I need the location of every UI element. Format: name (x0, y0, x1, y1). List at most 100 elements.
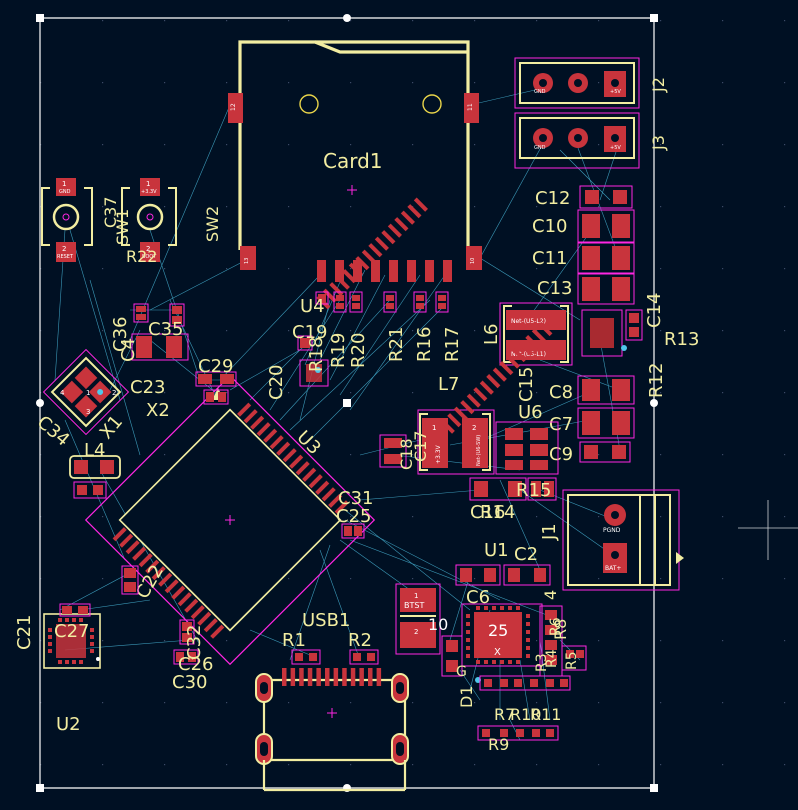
r20-reference: R20 (348, 333, 369, 368)
sw2-pad2-num: 2 (146, 245, 150, 253)
u2-pin (72, 618, 76, 622)
mcu-pin (164, 579, 179, 594)
mcu-pin (329, 282, 344, 297)
mcu-pin (250, 415, 265, 430)
u2-pin (90, 642, 94, 646)
u6-footprint[interactable]: C15 U6 C16 R15 R14 (469, 367, 559, 523)
c13-reference: C13 (537, 278, 572, 299)
mcu-pin (177, 592, 192, 607)
sw1-pad1-net: GND (59, 189, 71, 195)
usb1-reference: USB1 (302, 610, 350, 631)
r9-reference: R9 (488, 735, 509, 754)
r2-reference: R2 (348, 630, 372, 651)
r22-reference: R22 (126, 247, 157, 266)
mcu-pin (525, 335, 540, 350)
c31-reference: C31 (338, 488, 373, 509)
c37-reference: C37 (101, 196, 120, 228)
c16-reference: C16 (470, 502, 505, 523)
qfn-pin (466, 638, 470, 642)
usb-pin (342, 668, 347, 686)
x1-crystal-footprint[interactable] (42, 348, 130, 436)
j2-footprint[interactable]: GND +5V J2 (514, 57, 668, 109)
r21-reference: R21 (386, 327, 407, 362)
usb-pin (307, 668, 313, 686)
l4-footprint[interactable]: L4 (69, 440, 121, 499)
sw2-reference: SW2 (203, 206, 222, 242)
u3-mcu-footprint[interactable] (84, 193, 557, 666)
mcu-pin (190, 605, 205, 620)
cap-column-top[interactable]: C12 C10 C11 C13 (532, 185, 635, 305)
u6-reference: U6 (518, 402, 543, 423)
c31-c25-footprints[interactable]: C31 C25 (336, 488, 373, 539)
btst-pad1-net: BTST (404, 601, 424, 610)
usb1-footprint[interactable]: USB1 R1 R2 (255, 610, 409, 792)
u2-area[interactable]: C21 C27 U2 C22 (14, 561, 168, 735)
usb-pin (359, 668, 364, 686)
mcu-pin (387, 223, 402, 238)
j3-footprint[interactable]: GND +5V J3 (514, 112, 668, 169)
r5-reference: R5 (564, 651, 580, 670)
u3-center-mark (225, 515, 235, 525)
l7-footprint[interactable]: 1 +3.3V 2 Net-(U6-SW) L7 (417, 374, 495, 475)
mcu-pin (112, 527, 127, 542)
d1-footprint[interactable]: D1 G (441, 635, 476, 708)
sw2-footprint[interactable]: 1 +3.3V 2 BOOT SW2 (121, 178, 222, 262)
u4-area[interactable]: U4 C19 R18 R19 R20 R21 R16 R17 C20 (266, 262, 463, 400)
c14-reference: C14 (644, 293, 665, 328)
r3-reference: R3 (534, 653, 550, 672)
mcu-pin (171, 585, 186, 600)
c4-reference: C4 (118, 338, 139, 362)
u2-pin (90, 649, 94, 653)
r16-reference: R16 (414, 327, 435, 362)
c32-reference: C32 (184, 625, 205, 660)
c17-c18-footprints[interactable]: C18 C17 (379, 430, 430, 470)
mcu-pin (282, 448, 297, 463)
sw1-pad1-num: 1 (62, 180, 66, 188)
mcu-pin (512, 348, 527, 363)
u2-pin (90, 635, 94, 639)
cap-column-mid[interactable]: C8 C7 C9 (549, 375, 635, 465)
mcu-pin (197, 611, 212, 626)
sw1-pad2-net: RESET (57, 254, 74, 260)
r8-reference: R8 (551, 619, 570, 640)
u5-footprint[interactable]: C14 R13 R12 (581, 293, 699, 398)
mcu-pin (158, 572, 173, 587)
r18-reference: R18 (306, 337, 327, 372)
btst-capacitor-footprint[interactable]: 1 BTST 2 10 (395, 583, 448, 655)
c19-reference: C19 (292, 322, 327, 343)
g-reference: G (456, 664, 467, 680)
mcu-pin (381, 230, 396, 245)
bottom-resistors[interactable]: R7 R10 R11 R9 (477, 675, 571, 754)
charger-ic-footprint[interactable]: 25 X (461, 603, 543, 683)
card-pad-11-label: 11 (467, 103, 474, 111)
u1-footprint[interactable]: U1 C2 C6 4 (455, 540, 560, 608)
mcu-pin (210, 624, 225, 639)
c35-reference: C35 (148, 319, 183, 340)
qfn-pin (526, 614, 530, 618)
usb-pin (333, 668, 339, 686)
c9-reference: C9 (549, 444, 573, 465)
u2-pin (72, 660, 76, 664)
c18-reference: C18 (397, 438, 416, 470)
card-pin (371, 260, 380, 282)
left-passives[interactable]: C36 C35 C4 C29 C23 X2 (110, 303, 237, 421)
mcu-pin (473, 387, 488, 402)
l6-footprint[interactable]: Net-(U5-L2) Net-(U5-L1) L6 (481, 302, 573, 366)
c10-reference: C10 (532, 216, 567, 237)
c30-c32-c26-footprints[interactable]: C32 C26 C30 (172, 619, 213, 693)
j1-footprint[interactable]: PGND BAT+ J1 (539, 489, 684, 591)
x1-pad4-num: 4 (60, 389, 65, 397)
card-pad-12-label: 12 (230, 103, 237, 111)
btst-pad1-num: 1 (414, 592, 418, 600)
mcu-pin (400, 210, 415, 225)
usb-pin (325, 668, 330, 686)
qfn-pin (500, 660, 504, 664)
sw2-pad2-net: BOOT (142, 254, 157, 260)
mcu-pin (538, 322, 553, 337)
usb-pin (350, 668, 356, 686)
sw2-pad1-num: 1 (146, 180, 150, 188)
charger-resistors[interactable]: R8 R3 R4 R5 R6 (534, 605, 587, 677)
u4-reference: U4 (300, 296, 325, 317)
c23-reference: C23 (130, 377, 165, 398)
